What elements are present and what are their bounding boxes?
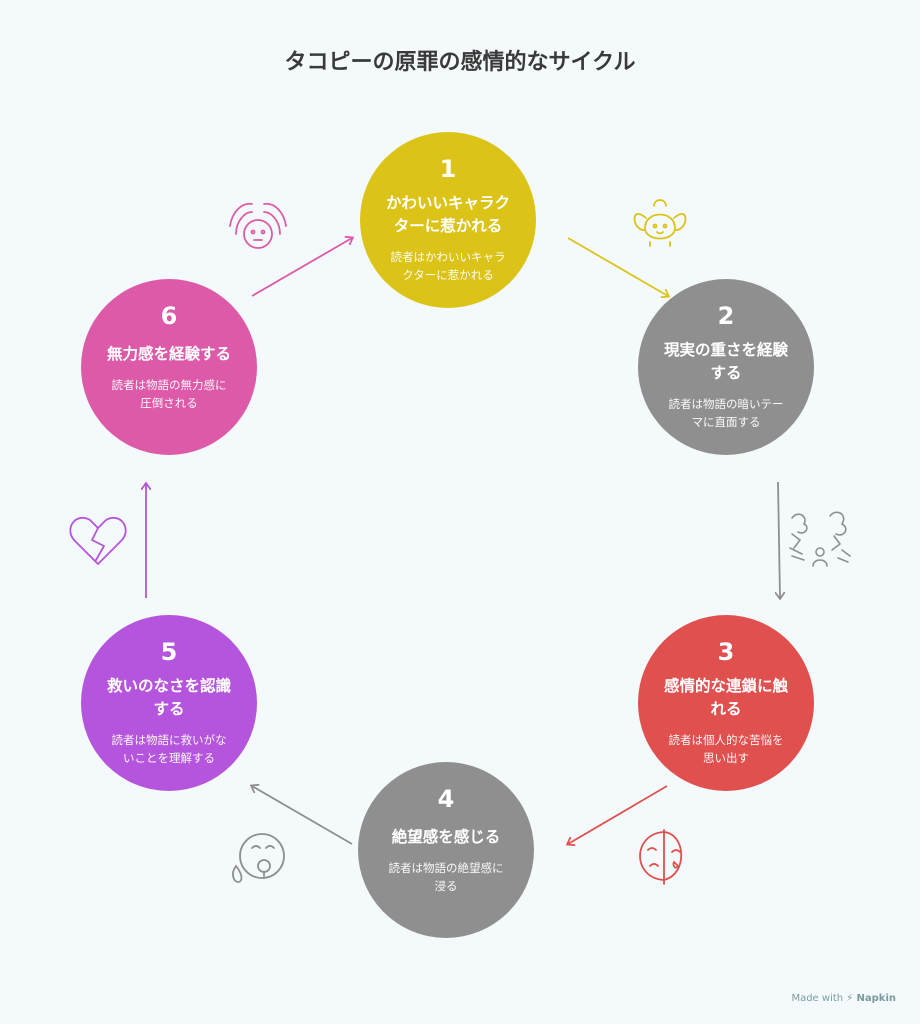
stage-2-circle: 2 現実の重さを経験 する 読者は物語の暗いテー マに直面する [638,279,814,455]
arrow-1-to-2 [567,237,668,296]
stage-2-description: 読者は物語の暗いテー マに直面する [668,397,784,429]
napkin-logo-icon: ⚡ [846,993,854,1004]
stage-3-number: 3 [717,638,735,666]
arrow-3-to-4 [568,785,668,844]
napkin-credit[interactable]: Made with ⚡ Napkin [791,993,896,1004]
stage-1-circle: 1 かわいいキャラク ターに惹かれる 読者はかわいいキャラ クターに惹かれる [360,132,536,308]
arrow-2-to-3 [778,481,780,598]
stage-3-title: 感情的な連鎖に触 れる [663,677,788,718]
stage-2-number: 2 [717,302,735,330]
broken-heart-icon [69,517,127,565]
stage-6-number: 6 [160,302,178,330]
stage-4-number: 4 [437,785,455,813]
storm-person-icon [789,511,851,567]
stage-1-number: 1 [439,155,457,183]
crying-face-icon [232,833,285,883]
stage-3-circle: 3 感情的な連鎖に触 れる 読者は個人的な苦悩を 思い出す [638,615,814,791]
stage-6-circle: 6 無力感を経験する 読者は物語の無力感に 圧倒される [81,279,257,455]
sad-mask-icon [639,829,683,885]
arrow-6-to-1 [251,238,352,297]
stage-1-description: 読者はかわいいキャラ クターに惹かれる [390,250,506,282]
stage-2-title: 現実の重さを経験 する [663,341,788,382]
stage-5-description: 読者は物語に救いがな いことを理解する [111,733,227,765]
stage-4-circle: 4 絶望感を感じる 読者は物語の絶望感に 浸る [358,762,534,938]
stage-6-title: 無力感を経験する [106,345,231,363]
cute-creature-icon [633,199,687,247]
arrow-4-to-5 [252,786,353,845]
stage-3-description: 読者は個人的な苦悩を 思い出す [668,733,784,765]
stage-5-title: 救いのなさを認識 する [106,677,231,718]
diagram-title: タコピーの原罪の感情的なサイクル [284,50,636,75]
stage-1-title: かわいいキャラク ターに惹かれる [385,194,510,235]
stage-5-circle: 5 救いのなさを認識 する 読者は物語に救いがな いことを理解する [81,615,257,791]
stage-4-description: 読者は物語の絶望感に 浸る [388,861,504,893]
stage-4-title: 絶望感を感じる [391,828,501,846]
overwhelmed-face-icon [229,202,287,249]
stage-5-number: 5 [160,638,178,666]
stage-6-description: 読者は物語の無力感に 圧倒される [111,378,227,410]
